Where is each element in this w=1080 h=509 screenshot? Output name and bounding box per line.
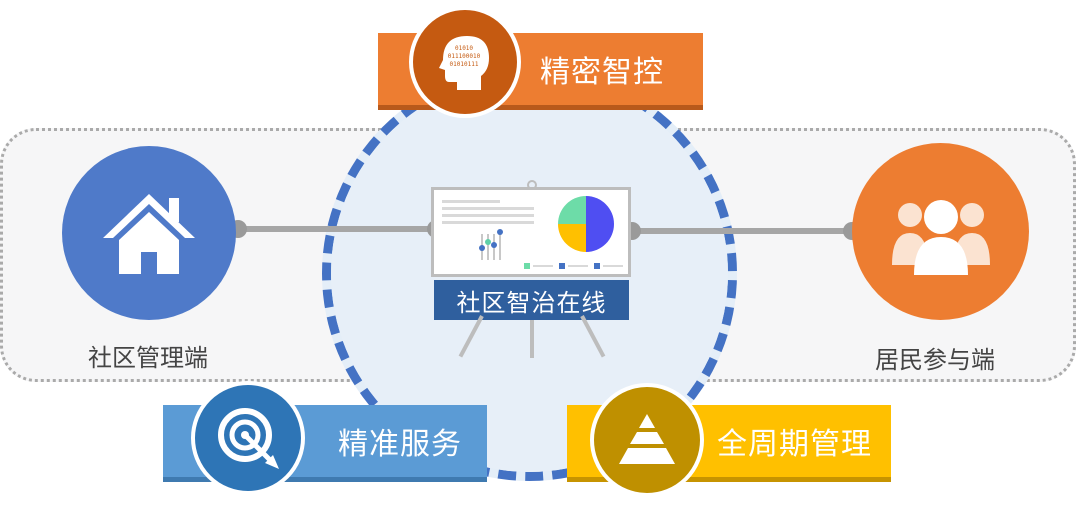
svg-text:01010: 01010 xyxy=(455,45,473,52)
presentation-board xyxy=(431,187,631,277)
people-icon xyxy=(891,199,990,275)
house-icon xyxy=(103,194,195,274)
precise-service-label: 精准服务 xyxy=(338,427,462,462)
full-cycle-management-label: 全周期管理 xyxy=(717,427,872,462)
precision-control-badge: 01010 011100010 01010111 xyxy=(409,6,521,118)
precision-control-label: 精密智控 xyxy=(540,55,664,90)
right-connector xyxy=(632,228,852,234)
svg-text:011100010: 011100010 xyxy=(448,53,481,60)
left-connector xyxy=(238,226,436,232)
community-management-label: 社区管理端 xyxy=(88,344,208,372)
dashboard-icon xyxy=(442,196,623,269)
community-management-node[interactable] xyxy=(62,146,236,320)
precise-service-badge xyxy=(191,381,305,495)
pyramid-icon xyxy=(619,414,675,464)
resident-participation-label: 居民参与端 xyxy=(875,346,995,374)
svg-text:01010111: 01010111 xyxy=(450,61,479,68)
resident-participation-node[interactable] xyxy=(852,143,1029,320)
center-title: 社区智治在线 xyxy=(434,280,629,320)
board-leg xyxy=(530,320,534,358)
target-icon xyxy=(218,408,279,469)
brain-head-icon: 01010 011100010 01010111 xyxy=(439,36,489,90)
full-cycle-management-badge xyxy=(590,383,704,497)
